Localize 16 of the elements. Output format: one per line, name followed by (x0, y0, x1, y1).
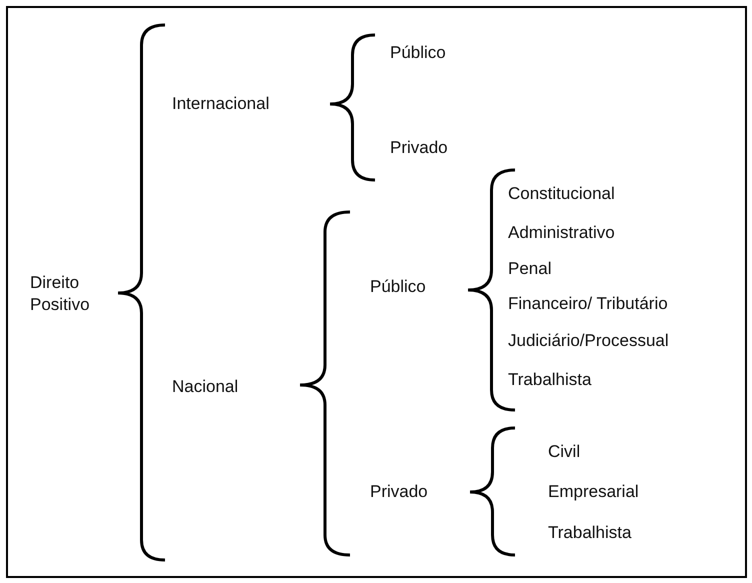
category-label: Trabalhista (548, 522, 632, 544)
category-label: Constitucional (508, 183, 615, 205)
category-label: Direito Positivo (30, 272, 91, 316)
category-label: Privado (390, 137, 448, 159)
category-label: Empresarial (548, 481, 639, 503)
category-label: Penal (508, 258, 552, 280)
category-label: Privado (370, 481, 428, 503)
category-label: Público (390, 42, 446, 64)
category-label: Judiciário/Processual (508, 330, 669, 352)
category-label: Internacional (172, 93, 270, 115)
category-label: Nacional (172, 376, 238, 398)
category-label: Financeiro/ Tributário (508, 293, 668, 315)
category-label: Trabalhista (508, 369, 592, 391)
category-label: Civil (548, 441, 580, 463)
category-label: Administrativo (508, 222, 615, 244)
category-label: Público (370, 276, 426, 298)
